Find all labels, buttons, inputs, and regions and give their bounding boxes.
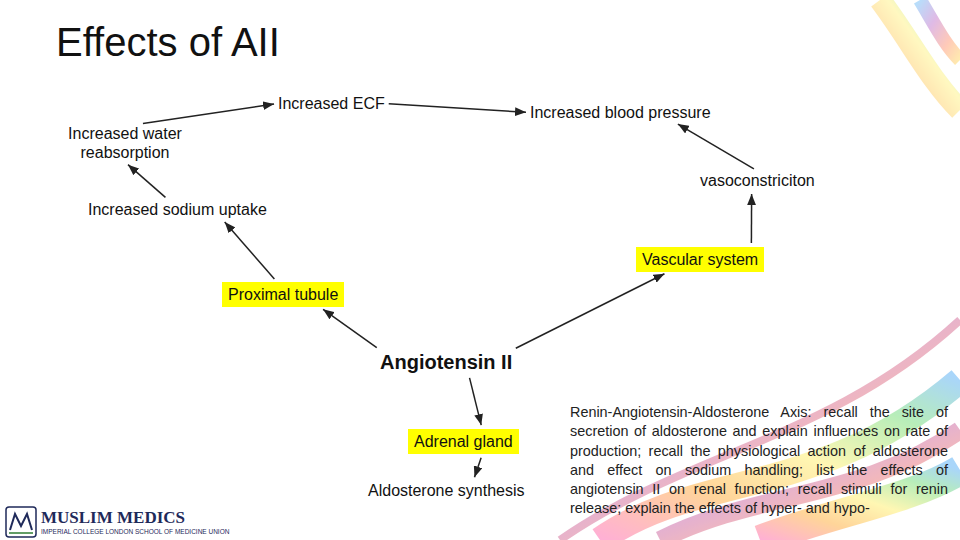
arrow-connector [143,104,274,123]
node-text: Proximal tubule [228,285,338,304]
rainbow-corner [880,0,960,110]
text-node: Increased ECF [278,94,385,113]
highlight-box: Adrenal gland [408,429,519,454]
text-node: Aldosterone synthesis [368,481,525,500]
highlight-box: Vascular system [636,247,764,272]
arrow-connector [128,165,165,198]
rainbow-swirl [560,320,960,540]
node-text: Adrenal gland [414,432,513,451]
node-text: Increased water reabsorption [55,124,195,162]
text-node: Angiotensin II [380,350,512,374]
node-text: Increased blood pressure [530,103,711,122]
node-text: Increased ECF [278,94,385,113]
node-text: Vascular system [642,250,758,269]
arrow-connector [323,309,377,347]
node-text: Increased sodium uptake [88,200,267,219]
text-node: Increased water reabsorption [55,124,195,162]
arrow-connector [751,194,753,243]
swirl-band [560,320,960,540]
node-text: vasoconstriciton [700,171,815,190]
arrow-connector [470,378,482,425]
emblem-mark [10,514,32,530]
arrow-connector [516,274,665,348]
emblem-frame [6,507,36,537]
node-text: Aldosterone synthesis [368,481,525,500]
text-node: Increased blood pressure [530,103,711,122]
arrow-connector [678,124,754,169]
text-node: vasoconstriciton [700,171,815,190]
swirl-band [880,0,960,110]
arrow-connector [474,458,481,477]
logo-emblem [6,507,36,537]
highlight-box: Proximal tubule [222,282,344,307]
swirl-band [920,0,960,60]
arrow-connector [225,222,275,279]
text-node: Increased sodium uptake [88,200,267,219]
node-text: Angiotensin II [380,350,512,374]
logo-name: MUSLIM MEDICS [41,508,211,528]
objectives-note: Renin-Angiotensin-Aldosterone Axis: reca… [570,403,948,519]
logo-subtitle: IMPERIAL COLLEGE LONDON SCHOOL OF MEDICI… [41,528,241,536]
emblem-line [9,532,33,534]
slide-title: Effects of AII [56,20,280,64]
arrow-connector [389,104,526,113]
